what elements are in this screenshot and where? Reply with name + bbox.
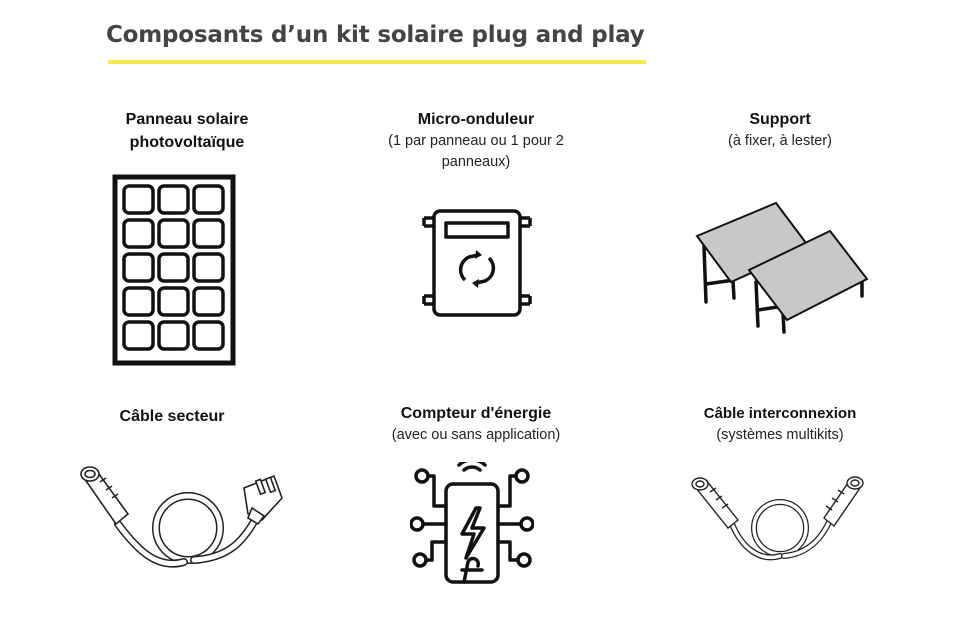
component-interconnection-cable: Câble interconnexion (systèmes multikits… xyxy=(660,402,900,446)
component-subtitle: (avec ou sans application) xyxy=(391,427,561,443)
component-subtitle: (à fixer, à lester) xyxy=(728,133,832,149)
component-name: Panneau solaire xyxy=(125,111,249,128)
page-title: Composants d’un kit solaire plug and pla… xyxy=(106,22,645,48)
title-underline xyxy=(108,60,646,64)
component-name: Compteur d'énergie xyxy=(400,405,552,422)
component-energy-meter: Compteur d'énergie (avec ou sans applica… xyxy=(346,402,606,446)
component-subtitle: (1 par panneau ou 1 pour 2 xyxy=(388,133,564,149)
micro-inverter-icon xyxy=(420,206,534,320)
component-name: Support xyxy=(749,111,811,128)
component-support: Support (à fixer, à lester) xyxy=(660,108,900,152)
component-name: Câble interconnexion xyxy=(703,405,857,422)
component-mains-cable: Câble secteur xyxy=(72,405,272,428)
component-micro-inverter: Micro-onduleur (1 par panneau ou 1 pour … xyxy=(346,108,606,173)
page-title-wrap: Composants d’un kit solaire plug and pla… xyxy=(106,22,645,48)
solar-panel-icon xyxy=(112,174,236,366)
mains-cable-icon xyxy=(76,462,286,587)
component-subtitle: panneaux) xyxy=(441,154,511,170)
energy-meter-icon xyxy=(410,462,534,588)
component-name: Micro-onduleur xyxy=(417,111,535,128)
mounting-support-icon xyxy=(694,200,870,335)
component-solar-panel: Panneau solaire photovoltaïque xyxy=(72,108,302,154)
interconnection-cable-icon xyxy=(688,470,868,580)
component-name: Câble secteur xyxy=(119,408,225,425)
component-name: photovoltaïque xyxy=(129,134,245,151)
component-subtitle: (systèmes multikits) xyxy=(716,427,844,443)
